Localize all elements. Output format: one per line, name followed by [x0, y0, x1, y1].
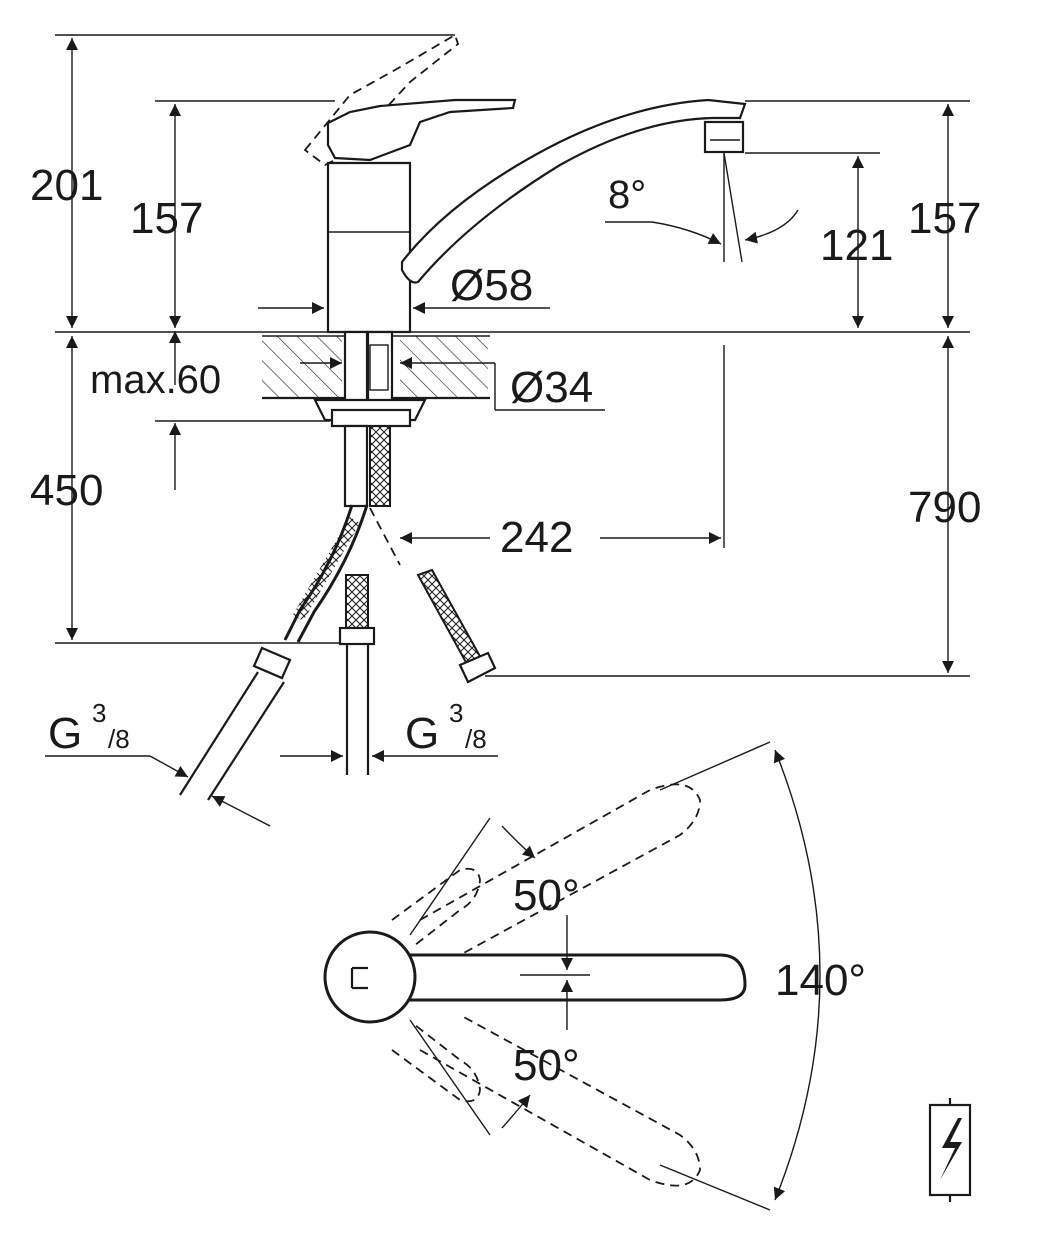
- dim-total-height: 201: [30, 161, 103, 210]
- thread-left-label: G: [48, 709, 82, 758]
- dim-aerator-height: 121: [820, 221, 893, 270]
- dim-spout-reach: 242: [500, 513, 573, 562]
- faucet-side-view: [303, 33, 747, 428]
- thread-right-numerator: 3: [449, 698, 463, 728]
- dim-spout-height: 157: [908, 194, 981, 243]
- dim-overall-length: 790: [908, 483, 981, 532]
- dim-spout-angle: 8°: [608, 173, 646, 217]
- lightning-bolt-icon: [928, 1098, 972, 1202]
- dim-max-counter-thickness: max.60: [90, 358, 221, 402]
- thread-right-denominator: /8: [465, 724, 487, 754]
- thread-left-numerator: 3: [92, 698, 106, 728]
- extension-lines: [55, 34, 970, 677]
- lever-angle-total: 140°: [775, 956, 866, 1005]
- thread-right-label: G: [405, 709, 439, 758]
- dim-hose-length: 450: [30, 466, 103, 515]
- supply-hoses: [179, 424, 497, 801]
- dim-body-diameter: Ø58: [450, 261, 533, 310]
- lever-angle-upper: 50°: [513, 871, 580, 920]
- lever-angle-lower: 50°: [513, 1041, 580, 1090]
- lever-rotation-view: [323, 741, 821, 1211]
- countertop-section: [262, 335, 490, 400]
- dim-body-height: 157: [130, 194, 203, 243]
- spout-angle-indicator: [605, 209, 799, 245]
- dim-hole-diameter: Ø34: [510, 363, 593, 412]
- dimension-labels: 201 157 Ø58 max.60 Ø34 450 242 121 8° 15…: [30, 161, 981, 1090]
- vertical-dimension-lines: [66, 38, 954, 673]
- thread-left-denominator: /8: [108, 724, 130, 754]
